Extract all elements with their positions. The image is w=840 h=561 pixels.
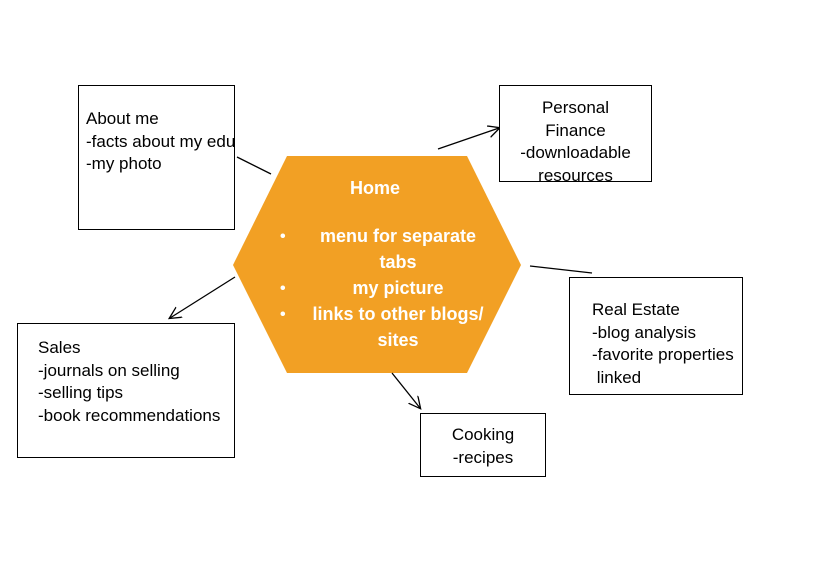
connector-sales-arrow [170,276,236,318]
sales-item: -selling tips [38,383,124,402]
home-title: Home [349,178,400,198]
cooking-item: -recipes [452,447,514,467]
real-estate-box: Real Estate -blog analysis -favorite pro… [569,277,743,395]
about-me-box: About me -facts about my edu -my photo [78,85,235,230]
cooking-box: Cooking -recipes [420,413,546,477]
home-item-menu-line2: tabs [379,252,417,272]
home-item-links-line1: links to other blogs/ [312,304,484,324]
about-item: -my photo [86,154,162,173]
sales-item: -journals on selling [38,360,180,380]
connector-cooking-arrow [391,372,420,408]
about-title: About me [86,109,159,128]
sales-title: Sales [38,338,81,357]
cooking-title: Cooking [451,425,515,444]
sales-box: Sales -journals on selling -selling tips… [17,323,235,458]
sales-item: -book recommendations [38,405,221,425]
realestate-item: -favorite properties [592,345,734,364]
finance-item-line2: resources [538,165,613,185]
bullet-icon: • [280,228,286,245]
connector-realestate [529,265,593,274]
connector-finance-arrow [437,128,499,150]
realestate-item: linked [592,367,642,387]
bullet-icon: • [280,280,286,297]
finance-item-line1: -downloadable [520,143,631,162]
bullet-icon: • [280,306,286,323]
home-item-menu-line1: menu for separate [319,226,477,246]
realestate-title: Real Estate [592,300,680,319]
home-hexagon [233,156,521,373]
home-item-picture: my picture [352,278,444,298]
realestate-item: -blog analysis [592,322,696,342]
connector-about [236,156,272,175]
finance-title-line1: Personal [541,98,610,117]
personal-finance-box: Personal Finance -downloadable resources [499,85,652,185]
home-item-links-line2: sites [377,330,419,350]
finance-title-line2: Finance [545,120,606,140]
about-item: -facts about my edu [86,131,236,151]
